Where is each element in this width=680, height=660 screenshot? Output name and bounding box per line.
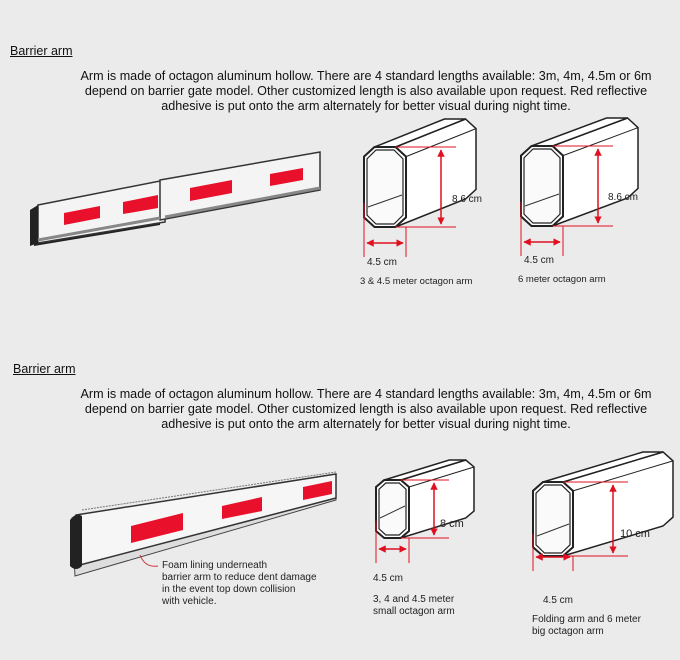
note-line: with vehicle. xyxy=(162,596,217,607)
height-label: 8.6 cm xyxy=(608,192,639,203)
reflective-strip xyxy=(64,206,100,225)
description-line: Arm is made of octagon aluminum hollow. … xyxy=(80,69,652,83)
arm-bottom xyxy=(164,186,321,219)
tube-front-inner xyxy=(523,148,561,224)
arm-end-cap xyxy=(30,205,38,246)
tube-inner-edge xyxy=(367,194,403,208)
description-line: Arm is made of octagon aluminum hollow. … xyxy=(80,387,652,401)
tube-inner-edge xyxy=(379,505,406,519)
description-line: depend on barrier gate model. Other cust… xyxy=(84,402,648,416)
section-heading: Barrier arm xyxy=(13,362,76,376)
reflective-strip xyxy=(222,497,262,519)
reflective-strip xyxy=(123,195,158,214)
description-line: adhesive is put onto the arm alternately… xyxy=(161,99,571,113)
tube-edge xyxy=(572,460,674,492)
arm-body xyxy=(75,473,337,567)
callout-line xyxy=(139,554,159,567)
description-line: adhesive is put onto the arm alternately… xyxy=(161,417,571,431)
note-line: Foam lining underneath xyxy=(162,560,268,571)
tube-side xyxy=(561,451,674,557)
tube-inner-edge xyxy=(536,523,570,537)
arm-segment xyxy=(159,151,321,221)
height-label: 8.6 cm xyxy=(452,194,483,205)
foam-note: Foam lining underneath barrier arm to re… xyxy=(162,560,317,608)
description-line: depend on barrier gate model. Other cust… xyxy=(84,84,648,98)
diagram-caption: 6 meter octagon arm xyxy=(518,274,606,285)
caption-line: Folding arm and 6 meter xyxy=(532,614,641,625)
diagram-caption: Folding arm and 6 meter big octagon arm xyxy=(532,614,641,638)
tube-edge xyxy=(562,127,639,157)
reflective-strip xyxy=(303,481,332,500)
reflective-strip xyxy=(270,168,303,186)
caption-line: 3, 4 and 4.5 meter xyxy=(373,594,455,605)
height-label: 8 cm xyxy=(440,518,464,530)
width-label: 4.5 cm xyxy=(367,257,398,268)
tube-edge xyxy=(405,128,477,158)
reflective-strip xyxy=(131,513,183,543)
section-description: Arm is made of octagon aluminum hollow. … xyxy=(56,387,676,432)
tube-inner-edge xyxy=(524,193,560,207)
caption-line: big octagon arm xyxy=(532,626,604,637)
diagram-caption: 3, 4 and 4.5 meter small octagon arm xyxy=(373,594,455,618)
tube-front-inner xyxy=(535,484,571,554)
height-label: 10 cm xyxy=(620,528,650,540)
width-label: 4.5 cm xyxy=(373,573,404,584)
tube-front-inner xyxy=(366,149,404,225)
reflective-strip xyxy=(190,180,232,201)
width-label: 4.5 cm xyxy=(543,595,574,606)
diagram-caption: 3 & 4.5 meter octagon arm xyxy=(360,276,473,287)
section-description: Arm is made of octagon aluminum hollow. … xyxy=(56,69,676,114)
arm-end-cap xyxy=(70,514,82,569)
width-label: 4.5 cm xyxy=(524,255,555,266)
tube-edge xyxy=(408,466,475,488)
arm-bottom xyxy=(37,216,161,242)
caption-line: small octagon arm xyxy=(373,606,455,617)
arm-top-edge xyxy=(81,471,337,511)
note-line: barrier arm to reduce dent damage xyxy=(162,572,317,583)
tube-front-inner xyxy=(378,482,407,536)
section-heading: Barrier arm xyxy=(10,44,73,58)
note-line: in the event top down collision xyxy=(162,584,296,595)
